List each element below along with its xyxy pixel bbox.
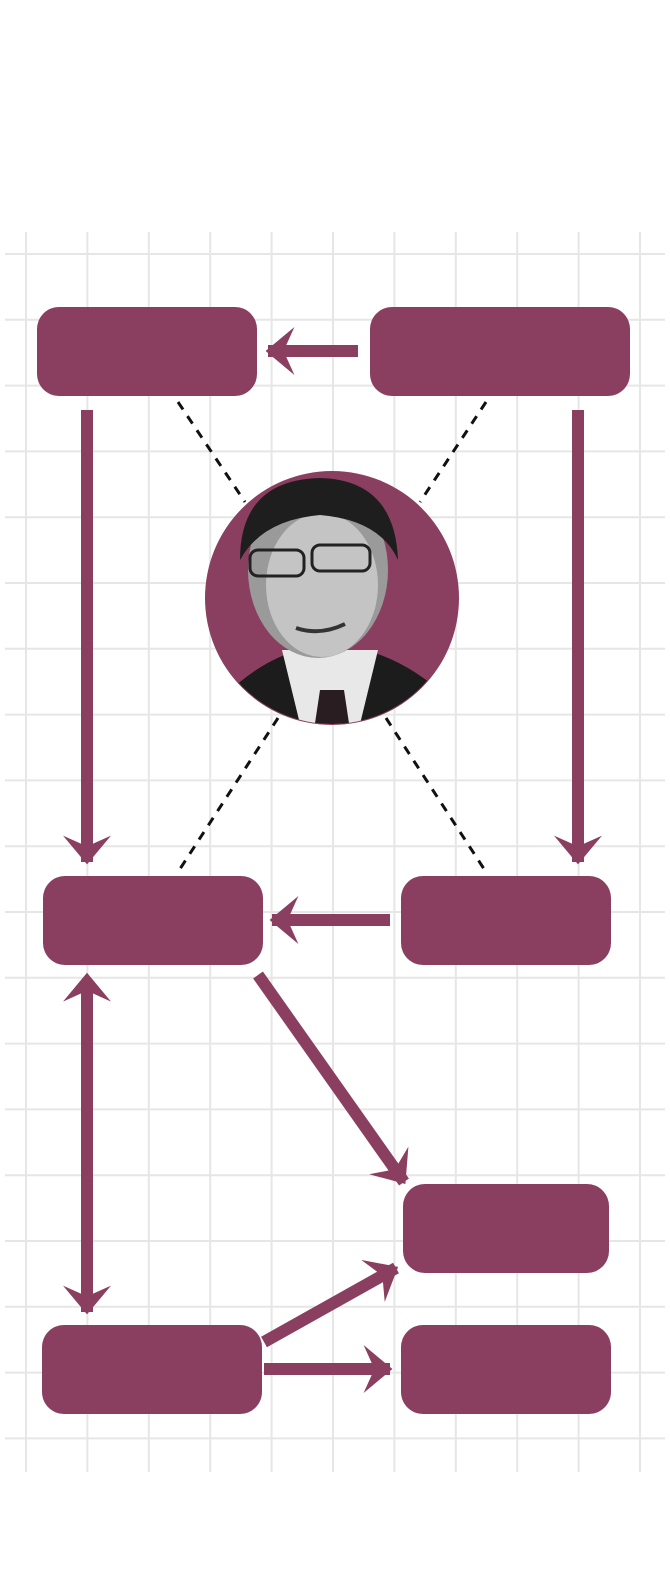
dashed-line <box>176 401 247 503</box>
dashed-line <box>176 717 280 873</box>
node-bottom-left[interactable] <box>42 1325 262 1414</box>
node-mid-right[interactable] <box>401 876 611 965</box>
node-top-left[interactable] <box>37 307 257 396</box>
node-top-right[interactable] <box>370 307 630 396</box>
dashed-connectors <box>176 401 488 873</box>
node-bottom-right[interactable] <box>401 1325 611 1414</box>
dashed-line <box>418 401 488 503</box>
node-mid-left[interactable] <box>43 876 263 965</box>
arrow-bottomleft-to-lowerright <box>261 1259 399 1348</box>
dashed-line <box>384 717 488 873</box>
background-grid <box>5 232 665 1472</box>
arrow-midleft-to-lowerright <box>253 971 409 1186</box>
arrows <box>63 327 602 1393</box>
nodes <box>37 307 630 1414</box>
node-lower-right[interactable] <box>403 1184 609 1273</box>
portrait-photo-icon <box>205 471 459 725</box>
